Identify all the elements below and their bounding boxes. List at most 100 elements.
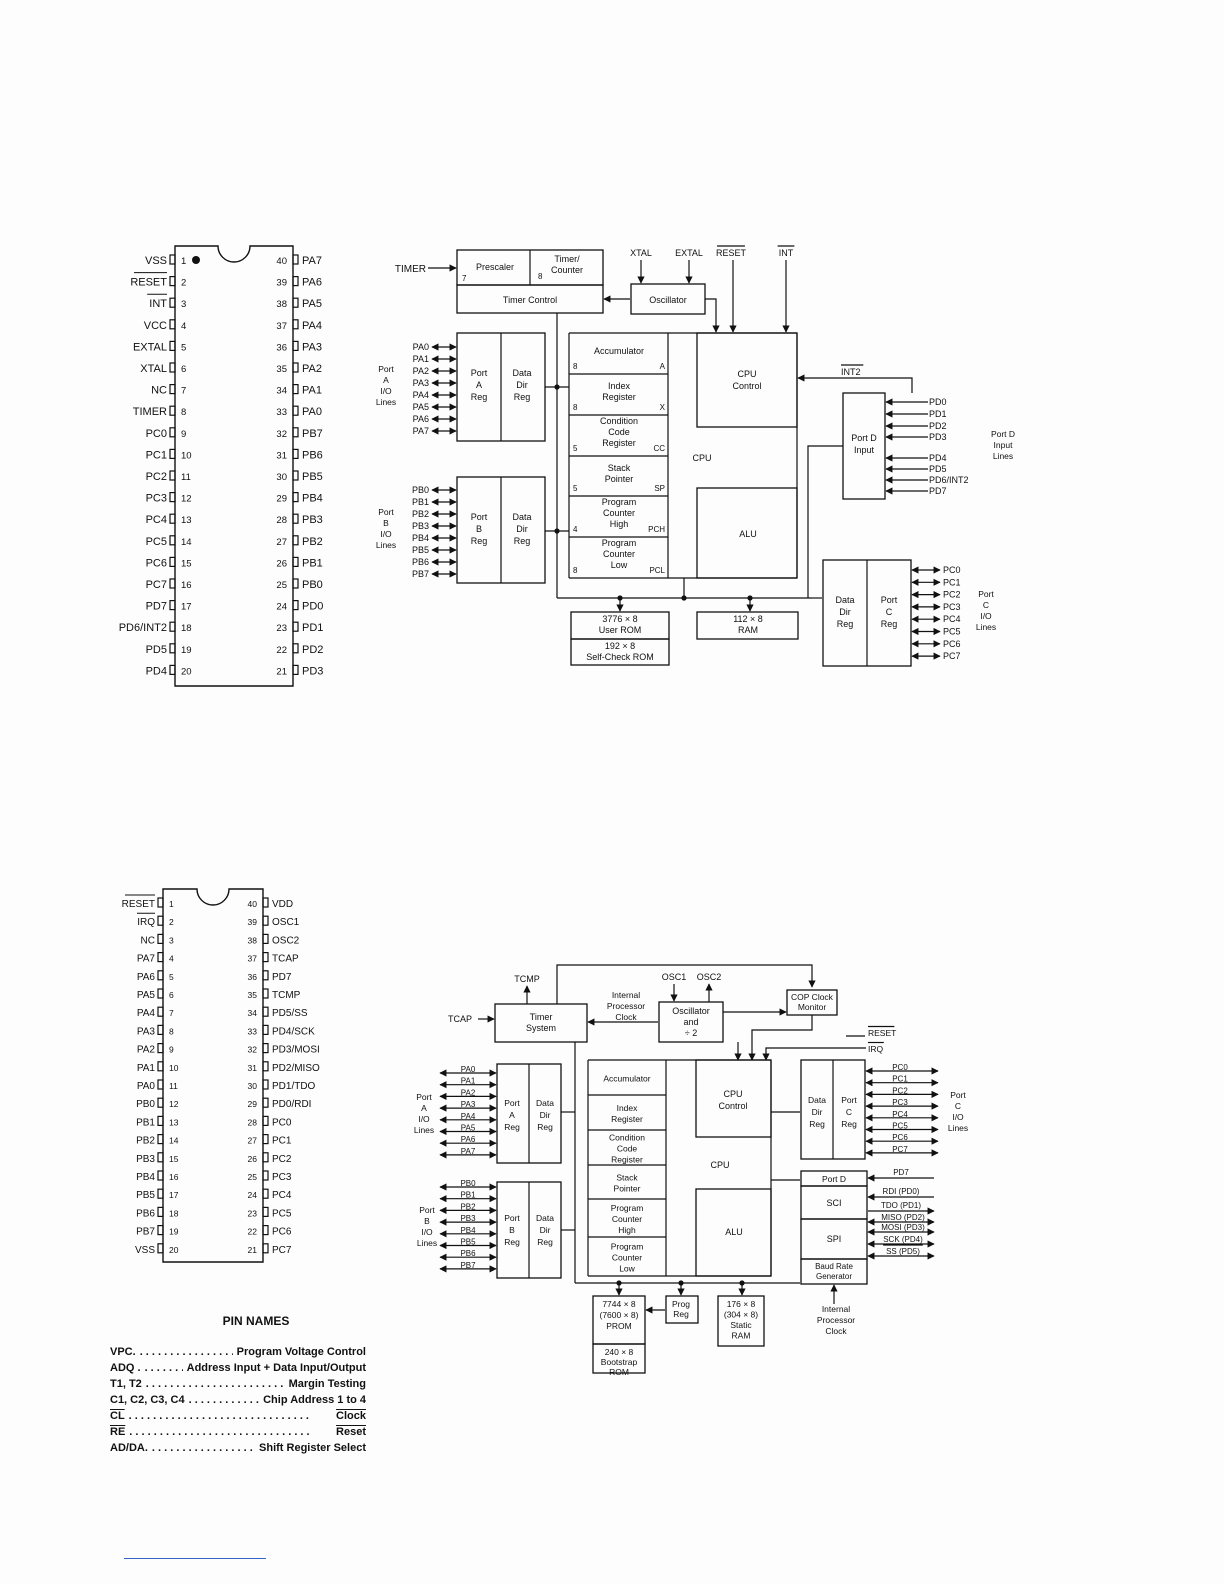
pin-number: 3: [181, 299, 186, 310]
prog-reg-label: Prog: [672, 1299, 690, 1309]
pin-10: [157, 1061, 164, 1072]
alu-label-2: ALU: [725, 1227, 743, 1237]
pin-number: 19: [181, 645, 192, 656]
pb-line-label: PB3: [412, 521, 429, 531]
pin-name: PB7: [136, 1227, 155, 1238]
register-label-2: Program: [611, 1242, 644, 1252]
port-d-wire: [807, 445, 843, 598]
timer-system-box: [494, 1003, 588, 1043]
pin-11: [169, 470, 176, 481]
pin-number: 17: [169, 1190, 179, 1200]
pin-name: IRQ: [137, 917, 155, 928]
port-a-reg-label: A: [476, 380, 482, 390]
pin-number: 20: [181, 666, 192, 677]
bits: 8: [538, 272, 543, 281]
dip-package-1: 1VSS2RESET3INT4VCC5EXTAL6XTAL7NC8TIMER9P…: [119, 245, 323, 687]
port-a-ddr-label-2: Data: [536, 1098, 554, 1108]
pin-30: [292, 470, 299, 481]
pc-line-label-2: PC7: [892, 1145, 908, 1154]
pin-name: INT: [149, 298, 167, 310]
pin-name: PD3: [302, 665, 323, 677]
pin-number: 24: [276, 602, 287, 613]
pin-32: [292, 427, 299, 438]
oscillator-label-2: Oscillator: [672, 1006, 710, 1016]
pin-name: VSS: [145, 255, 167, 267]
sci-line-label: RDI (PD0): [883, 1187, 920, 1196]
pin-names-row: AD/DA.Shift Register Select. . . . . . .…: [110, 1442, 366, 1458]
internal-clock-label: Internal: [612, 990, 640, 1000]
bootstrap-label: 240 × 8: [605, 1347, 634, 1357]
port-c-ddr-label: Dir: [839, 607, 851, 617]
internal-clock-label: Clock: [615, 1012, 637, 1022]
timer-system-label: System: [526, 1023, 556, 1033]
pb-line-label: PB4: [412, 533, 429, 543]
pin-number: 26: [248, 1154, 258, 1164]
pin-13: [157, 1115, 164, 1127]
port-b-reg-label: B: [476, 524, 482, 534]
pin-name: PD0/RDI: [272, 1099, 311, 1110]
port-c-reg-label-2: Reg: [841, 1119, 857, 1129]
spi-line-label: MISO (PD2): [881, 1213, 925, 1222]
pa-line-label-2: PA3: [461, 1100, 476, 1109]
pin-number: 35: [248, 990, 258, 1000]
register-label: Program: [602, 538, 637, 548]
port-c-ddr-label-2: Dir: [812, 1107, 823, 1117]
port-c-side-label-2: I/O: [952, 1112, 964, 1122]
pin-17: [169, 599, 176, 611]
port-b-side-label-2: Port: [419, 1205, 435, 1215]
pa-line-label-2: PA6: [461, 1135, 476, 1144]
register-tag: PCH: [648, 525, 665, 534]
port-b-ddr-label-2: Reg: [537, 1237, 553, 1247]
pa-line-label: PA0: [413, 342, 429, 352]
pin-38: [262, 933, 269, 945]
port-a-side-label: A: [383, 375, 389, 385]
pin-23: [292, 621, 299, 632]
pin-name: EXTAL: [133, 341, 167, 353]
pin-name: TCMP: [272, 990, 301, 1001]
register-bits: 8: [573, 362, 578, 371]
register-label-2: Counter: [612, 1253, 642, 1263]
pin-16: [157, 1170, 164, 1181]
pin-number: 5: [181, 342, 186, 353]
port-c-side-label-2: Port: [950, 1090, 966, 1100]
port-a-ddr-label: Dir: [516, 380, 528, 390]
port-a-side-label: Lines: [376, 397, 396, 407]
pin-name: PB3: [302, 514, 323, 526]
pin-names-value: Clock: [336, 1410, 366, 1422]
register-label: Register: [602, 438, 636, 448]
pin-names-leader: . . . . . . . . . . . . . . . . . . . . …: [139, 1346, 233, 1358]
pin-number: 36: [276, 342, 287, 353]
pin-name: PB3: [136, 1154, 155, 1165]
register-label-2: Stack: [616, 1173, 638, 1183]
port-c-reg-label: Reg: [881, 619, 898, 629]
pin-name: PC2: [272, 1154, 292, 1165]
pin-24: [292, 599, 299, 611]
pin-name: PD2: [302, 644, 323, 656]
baud-label: Baud Rate: [815, 1262, 853, 1271]
pa-line-label-2: PA4: [461, 1112, 476, 1121]
pa-line-label: PA2: [413, 366, 429, 376]
register-bits: 8: [573, 403, 578, 412]
register-label: Register: [602, 392, 636, 402]
pin-number: 16: [169, 1172, 179, 1182]
xtal-label: XTAL: [630, 248, 652, 258]
pin-7: [169, 384, 176, 395]
register-label: Program: [602, 497, 637, 507]
pin-27: [292, 535, 299, 546]
pin-20: [169, 664, 176, 676]
port-a-ddr-label: Data: [512, 368, 531, 378]
pin-9: [157, 1042, 164, 1054]
pd-line-label: PD7: [929, 486, 947, 496]
pin-number: 6: [169, 990, 174, 1000]
pin-name: PC0: [146, 428, 167, 440]
port-b-ddr-label: Reg: [514, 536, 531, 546]
pin-20: [157, 1243, 164, 1254]
pin-name: PB4: [136, 1172, 155, 1183]
pin-name: PA3: [137, 1026, 156, 1037]
pb-line-label: PB0: [412, 485, 429, 495]
sci-label: SCI: [826, 1198, 841, 1208]
pin-names-leader: . . . . . . . . . . . . . . . . . . . . …: [145, 1378, 285, 1390]
pb-line-label-2: PB0: [460, 1179, 476, 1188]
cpu-label: CPU: [692, 453, 711, 463]
